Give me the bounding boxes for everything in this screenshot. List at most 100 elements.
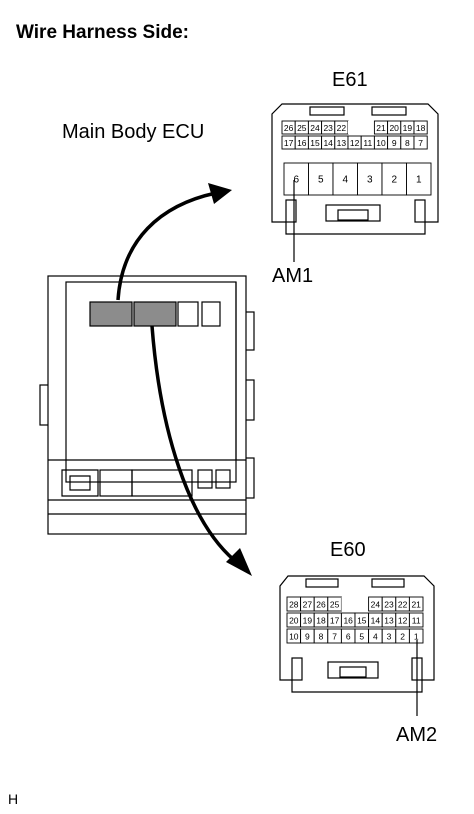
pin-cell: 21 <box>408 596 424 612</box>
pin-cell: 5 <box>354 628 370 644</box>
pin-cell: 12 <box>347 135 362 150</box>
pin-number: 17 <box>330 616 340 626</box>
pin-cell: 5 <box>308 162 334 196</box>
am1-callout: AM1 <box>272 265 313 287</box>
ecu-socket-e61 <box>89 301 133 327</box>
pin-cell: 12 <box>395 612 410 628</box>
am2-callout: AM2 <box>396 724 437 746</box>
pin-number: 3 <box>387 632 392 642</box>
pin-number: 1 <box>414 632 419 642</box>
pin-number: 8 <box>319 632 324 642</box>
pin-cell: 11 <box>408 612 424 628</box>
pin-number: 14 <box>323 138 333 148</box>
footer-code: H <box>8 791 18 807</box>
pin-number: 20 <box>289 616 299 626</box>
pin-cell: 2 <box>395 628 410 644</box>
pin-cell: 4 <box>332 162 358 196</box>
pin-number: 23 <box>323 123 333 133</box>
pin-number: 25 <box>330 600 340 610</box>
pin-number: 21 <box>376 123 386 133</box>
pin-cell: 27 <box>300 596 315 612</box>
pin-cell: 17 <box>281 135 296 150</box>
pin-cell: 16 <box>294 135 309 150</box>
pin-number: 28 <box>289 600 299 610</box>
pin-number: 3 <box>367 175 373 186</box>
pin-number: 1 <box>416 175 422 186</box>
pin-cell: 7 <box>413 135 428 150</box>
pin-cell: 3 <box>357 162 383 196</box>
pin-number: 19 <box>303 616 313 626</box>
pin-number: 12 <box>398 616 408 626</box>
pin-cell: 8 <box>400 135 415 150</box>
pin-number: 14 <box>371 616 381 626</box>
pin-cell: 23 <box>381 596 397 612</box>
pin-number: 18 <box>316 616 326 626</box>
pin-cell: 1 <box>408 628 424 644</box>
pin-number: 5 <box>318 175 324 186</box>
pin-cell: 19 <box>400 120 415 135</box>
pin-number: 4 <box>342 175 348 186</box>
pin-cell: 20 <box>387 120 402 135</box>
pin-number: 26 <box>284 123 294 133</box>
pin-cell: 14 <box>368 612 383 628</box>
pin-cell: 10 <box>286 628 302 644</box>
pin-number: 21 <box>411 600 421 610</box>
pin-cell: 6 <box>283 162 309 196</box>
pin-number: 22 <box>398 600 408 610</box>
pin-cell: 15 <box>307 135 323 150</box>
pin-number: 10 <box>376 138 386 148</box>
pin-cell: 17 <box>327 612 342 628</box>
ecu-socket-e60 <box>133 301 177 327</box>
pin-number: 13 <box>337 138 347 148</box>
pin-number: 25 <box>297 123 307 133</box>
pin-number: 22 <box>337 123 347 133</box>
connector-e61-name: E61 <box>332 69 368 91</box>
pin-cell: 19 <box>300 612 315 628</box>
pin-number: 2 <box>391 175 397 186</box>
pin-cell: 9 <box>387 135 402 150</box>
pin-cell: 28 <box>286 596 302 612</box>
pin-cell: 4 <box>368 628 383 644</box>
pin-cell: 8 <box>313 628 329 644</box>
pin-cell: 14 <box>321 135 336 150</box>
pin-cell: 15 <box>354 612 370 628</box>
connector-e60-name: E60 <box>330 539 366 561</box>
pin-number: 8 <box>405 138 410 148</box>
pin-number: 16 <box>297 138 307 148</box>
pin-cell: 23 <box>321 120 336 135</box>
pin-cell: 18 <box>413 120 428 135</box>
pin-cell: 20 <box>286 612 302 628</box>
pin-cell <box>361 121 375 134</box>
arrow-head-e61 <box>208 183 232 204</box>
pin-cell: 1 <box>406 162 432 196</box>
main-body-ecu <box>39 275 255 535</box>
pin-number: 19 <box>403 123 413 133</box>
pin-number: 26 <box>316 600 326 610</box>
pin-number: 11 <box>363 138 372 148</box>
pin-cell: 9 <box>300 628 315 644</box>
pin-number: 24 <box>310 123 320 133</box>
pin-number: 13 <box>384 616 394 626</box>
pin-number: 15 <box>357 616 367 626</box>
pin-number: 17 <box>284 138 294 148</box>
pin-cell: 3 <box>381 628 397 644</box>
pin-cell: 22 <box>395 596 410 612</box>
pin-number: 16 <box>343 616 353 626</box>
pin-cell: 13 <box>381 612 397 628</box>
pin-number: 24 <box>371 600 381 610</box>
pin-number: 27 <box>303 600 313 610</box>
pin-number: 6 <box>346 632 351 642</box>
pin-cell: 22 <box>334 120 349 135</box>
pin-cell: 25 <box>327 596 342 612</box>
pin-cell: 18 <box>313 612 329 628</box>
arrow-to-e61 <box>116 191 217 301</box>
pin-number: 20 <box>389 123 399 133</box>
pin-cell: 11 <box>360 135 375 150</box>
pin-number: 9 <box>305 632 310 642</box>
pin-number: 11 <box>412 616 421 626</box>
pin-cell: 24 <box>368 596 383 612</box>
